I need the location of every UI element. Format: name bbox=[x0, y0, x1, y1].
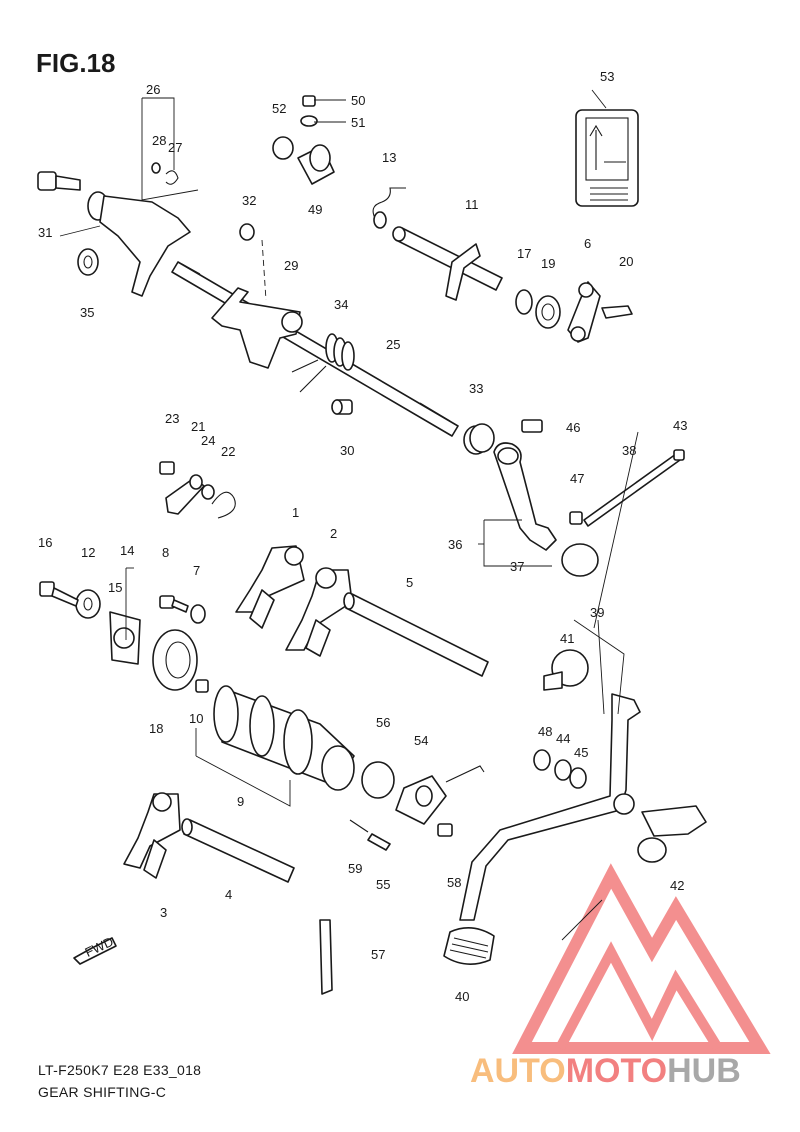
callout-47: 47 bbox=[570, 471, 584, 486]
figure-name: GEAR SHIFTING-C bbox=[38, 1084, 167, 1100]
callout-6: 6 bbox=[584, 236, 591, 251]
callout-18: 18 bbox=[149, 721, 163, 736]
callout-4: 4 bbox=[225, 887, 232, 902]
shift-lever-36 bbox=[493, 419, 685, 577]
callout-56: 56 bbox=[376, 715, 390, 730]
callout-49: 49 bbox=[308, 202, 322, 217]
callout-8: 8 bbox=[162, 545, 169, 560]
callout-13: 13 bbox=[382, 150, 396, 165]
cap-assembly bbox=[272, 95, 335, 185]
callout-53: 53 bbox=[600, 69, 614, 84]
callout-30: 30 bbox=[340, 443, 354, 458]
fwd-badge-label: FWD bbox=[83, 934, 116, 960]
figure-title: FIG.18 bbox=[36, 48, 116, 78]
callout-39: 39 bbox=[590, 605, 604, 620]
figure-code: LT-F250K7 E28 E33_018 bbox=[38, 1062, 202, 1078]
callout-1: 1 bbox=[292, 505, 299, 520]
callout-5: 5 bbox=[406, 575, 413, 590]
shaft-11-assembly bbox=[372, 187, 633, 343]
callout-20: 20 bbox=[619, 254, 633, 269]
callout-51: 51 bbox=[351, 115, 365, 130]
callout-35: 35 bbox=[80, 305, 94, 320]
callout-38: 38 bbox=[622, 443, 636, 458]
callout-11: 11 bbox=[465, 197, 479, 212]
decal-53 bbox=[575, 109, 639, 207]
callout-24: 24 bbox=[201, 433, 215, 448]
callout-46: 46 bbox=[566, 420, 580, 435]
callout-32: 32 bbox=[242, 193, 256, 208]
callout-48: 48 bbox=[538, 724, 552, 739]
callout-43: 43 bbox=[673, 418, 687, 433]
shift-pedal bbox=[443, 649, 707, 965]
watermark-text: AUTOMOTOHUB bbox=[470, 1052, 741, 1090]
callout-labels: 1 2 3 4 5 6 7 8 9 10 11 12 13 14 15 16 1… bbox=[38, 69, 687, 1004]
callout-42: 42 bbox=[670, 878, 684, 893]
callout-22: 22 bbox=[221, 444, 235, 459]
callout-10: 10 bbox=[189, 711, 203, 726]
watermark-part-auto: AUTO bbox=[470, 1052, 566, 1090]
callout-28: 28 bbox=[152, 133, 166, 148]
svg-text:AUTOMOTOHUB: AUTOMOTOHUB bbox=[470, 1052, 741, 1090]
callout-3: 3 bbox=[160, 905, 167, 920]
callout-50: 50 bbox=[351, 93, 365, 108]
shift-forks bbox=[123, 545, 353, 879]
callout-29: 29 bbox=[284, 258, 298, 273]
fwd-arrow-icon: FWD bbox=[73, 934, 117, 965]
callout-7: 7 bbox=[193, 563, 200, 578]
callout-54: 54 bbox=[414, 733, 428, 748]
callout-19: 19 bbox=[541, 256, 555, 271]
callout-55: 55 bbox=[376, 877, 390, 892]
callout-36: 36 bbox=[448, 537, 462, 552]
callout-14: 14 bbox=[120, 543, 134, 558]
callout-52: 52 bbox=[272, 101, 286, 116]
callout-16: 16 bbox=[38, 535, 52, 550]
fork-shafts bbox=[181, 592, 489, 883]
gear-position-sensor bbox=[319, 761, 485, 995]
callout-25: 25 bbox=[386, 337, 400, 352]
shift-shaft-assembly bbox=[37, 162, 495, 455]
leader-lines bbox=[59, 89, 639, 941]
callout-9: 9 bbox=[237, 794, 244, 809]
stopper-arm bbox=[159, 461, 236, 519]
callout-15: 15 bbox=[108, 580, 122, 595]
callout-57: 57 bbox=[371, 947, 385, 962]
callout-21: 21 bbox=[191, 419, 205, 434]
callout-59: 59 bbox=[348, 861, 362, 876]
callout-27: 27 bbox=[168, 140, 182, 155]
gearshift-cam bbox=[39, 581, 355, 791]
watermark-part-hub: HUB bbox=[667, 1052, 741, 1090]
callout-41: 41 bbox=[560, 631, 574, 646]
callout-58: 58 bbox=[447, 875, 461, 890]
callout-31: 31 bbox=[38, 225, 52, 240]
callout-23: 23 bbox=[165, 411, 179, 426]
callout-40: 40 bbox=[455, 989, 469, 1004]
callout-45: 45 bbox=[574, 745, 588, 760]
callout-2: 2 bbox=[330, 526, 337, 541]
watermark-logo-icon bbox=[512, 863, 771, 1054]
callout-33: 33 bbox=[469, 381, 483, 396]
callout-26: 26 bbox=[146, 82, 160, 97]
callout-37: 37 bbox=[510, 559, 524, 574]
watermark-part-moto: MOTO bbox=[566, 1052, 667, 1090]
callout-12: 12 bbox=[81, 545, 95, 560]
callout-34: 34 bbox=[334, 297, 348, 312]
callout-17: 17 bbox=[517, 246, 531, 261]
callout-44: 44 bbox=[556, 731, 570, 746]
